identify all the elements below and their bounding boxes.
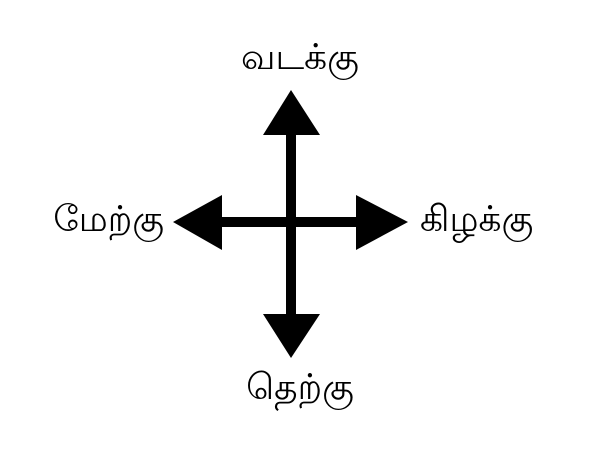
direction-label-south: தெற்கு (246, 366, 354, 407)
north-arrowhead-icon (263, 90, 320, 135)
direction-label-north: வடக்கு (241, 36, 359, 77)
west-arrowhead-icon (173, 195, 222, 250)
south-arrowhead-icon (263, 314, 320, 358)
east-arrowhead-icon (356, 195, 408, 250)
direction-label-west: மேற்கு (53, 198, 164, 239)
direction-label-east: கிழக்கு (420, 198, 534, 239)
horizontal-shaft (221, 217, 357, 227)
